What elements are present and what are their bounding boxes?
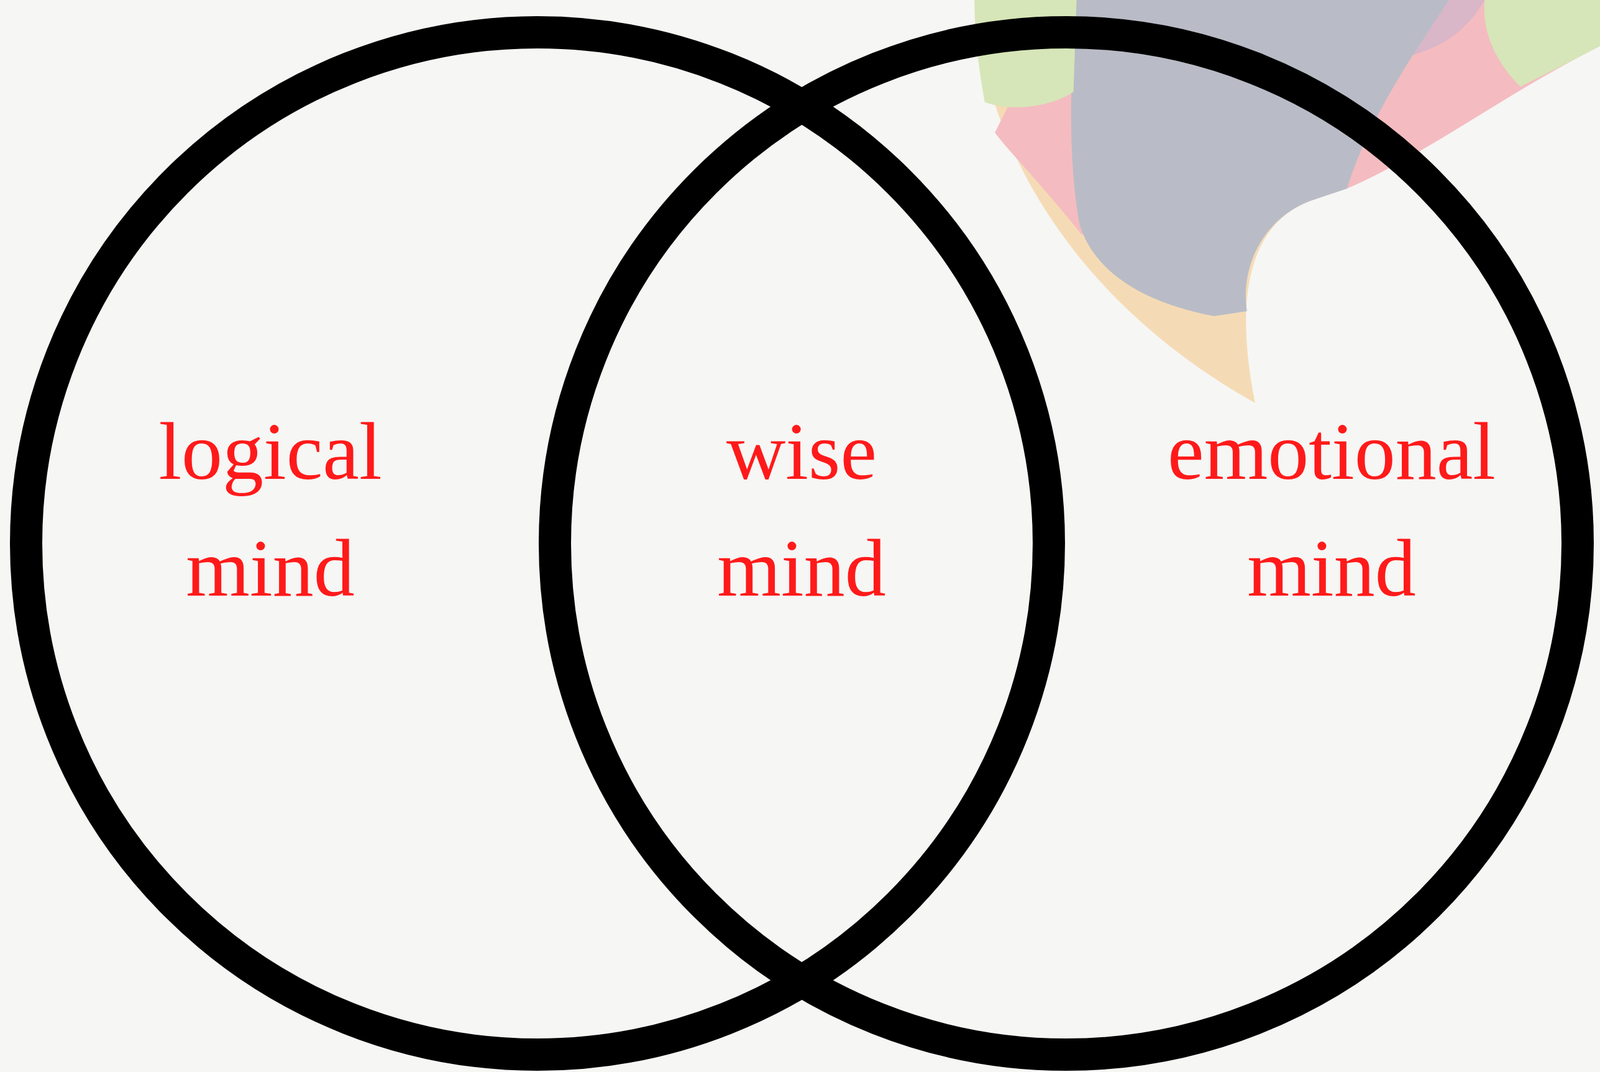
venn-intersection: wise mind [554,16,1049,1072]
venn-circle: logical mind [9,16,1066,1072]
circle-outline [9,16,1066,1072]
venn-circle: emotional mind [538,16,1594,1072]
region-label: emotional mind [1145,393,1518,627]
circle-stroke [554,32,1578,1056]
circle-stroke [26,32,1049,1056]
green-shape [1484,0,1600,87]
region-label: logical mind [83,393,457,627]
region-label: wise mind [640,393,964,627]
circle-outline [538,16,1594,1072]
